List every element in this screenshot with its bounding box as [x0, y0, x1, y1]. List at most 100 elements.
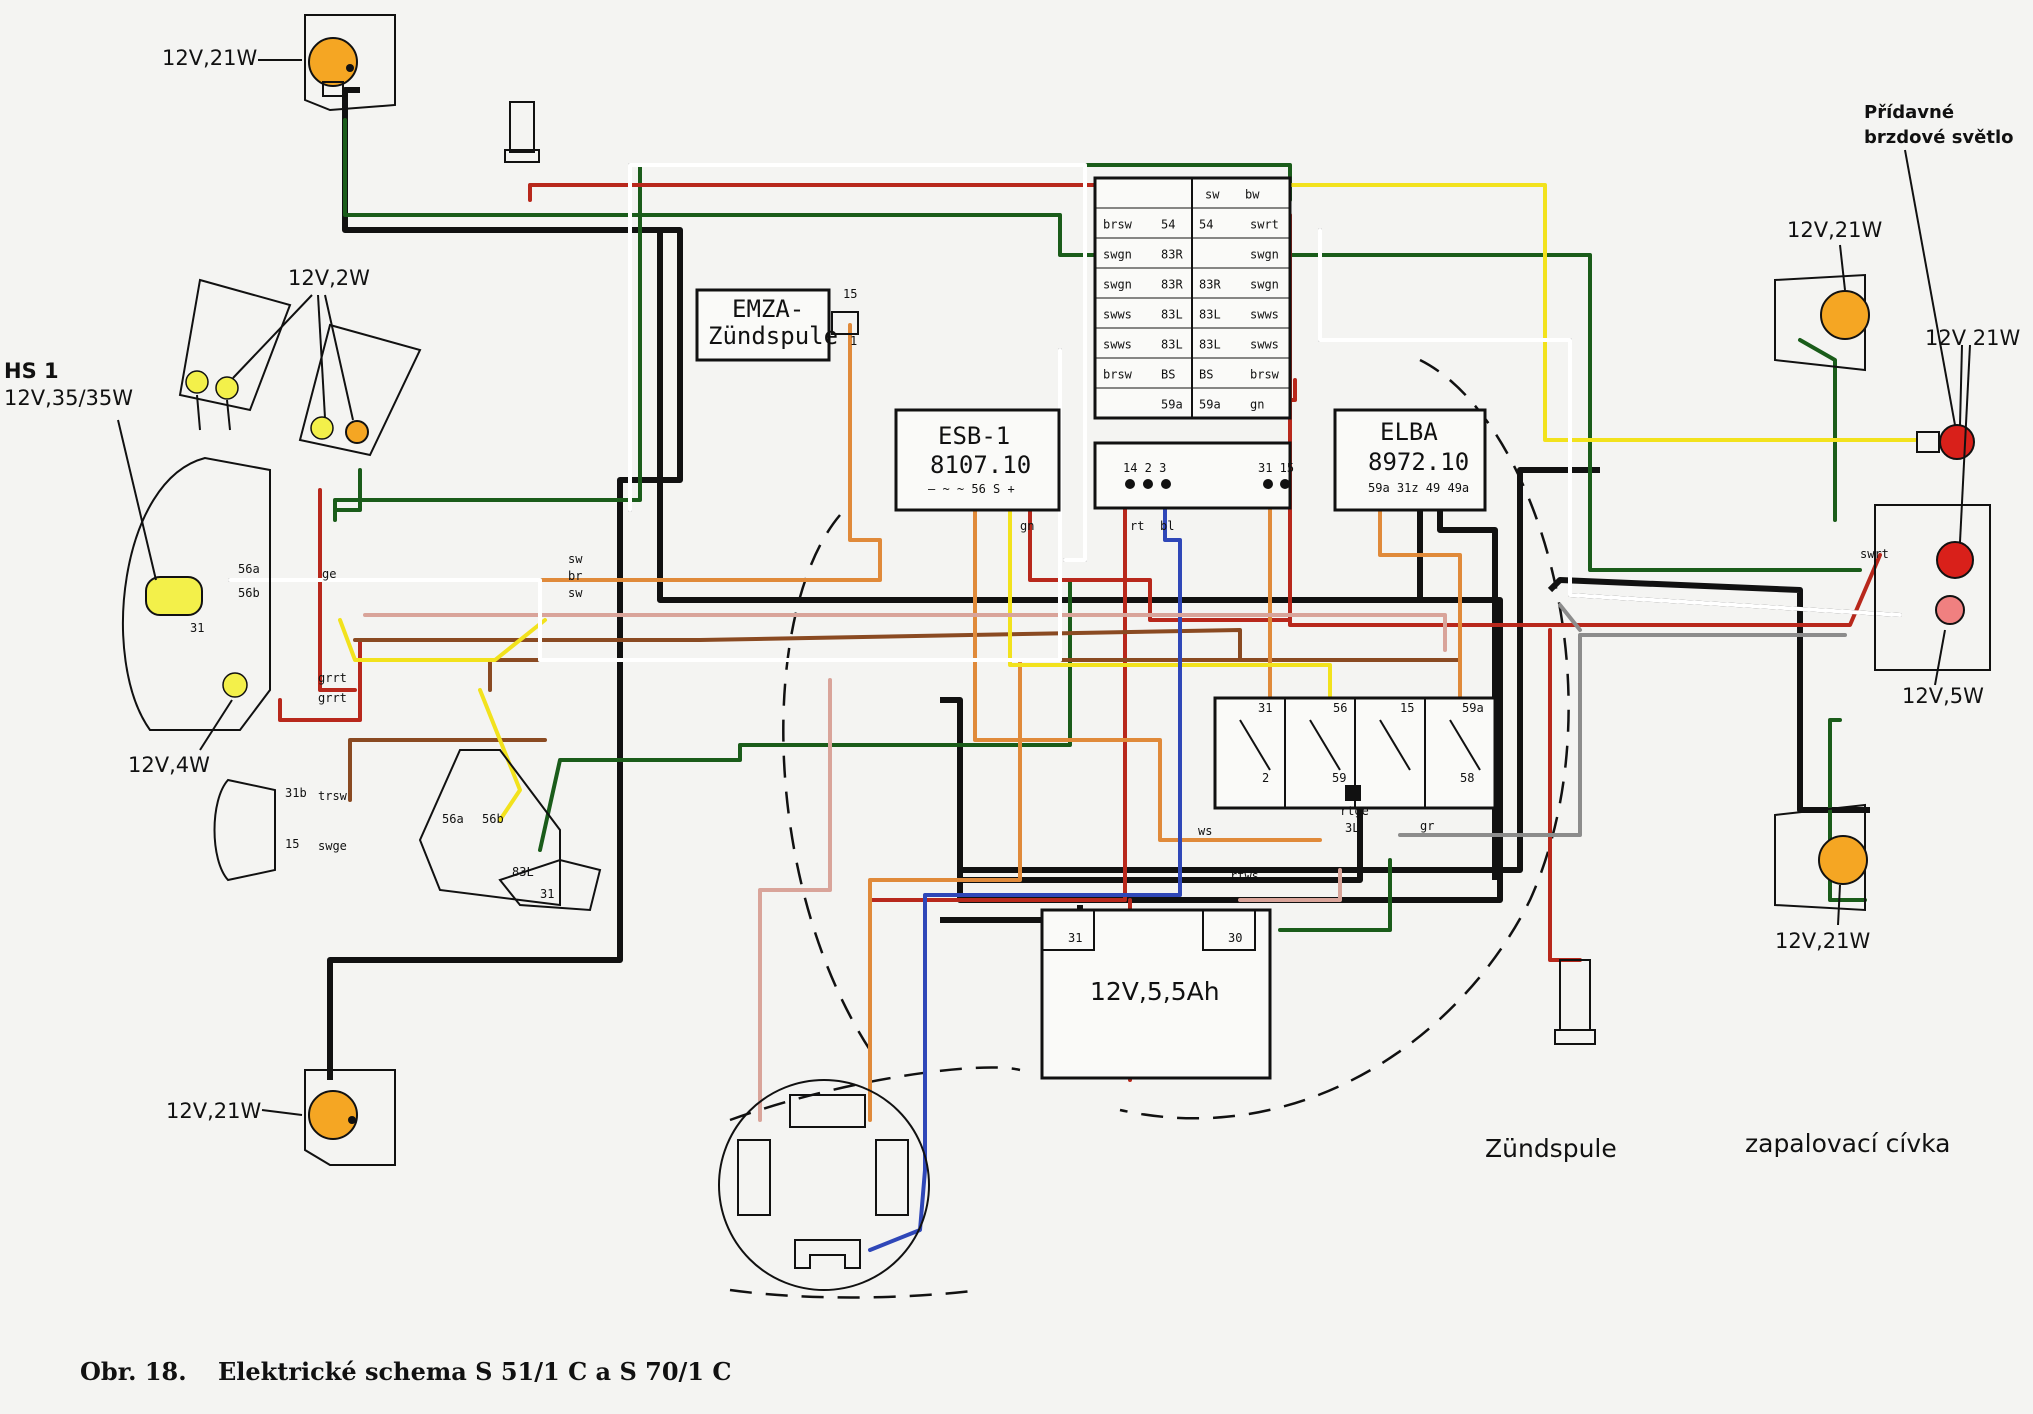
relay-pins-left: 14 2 3 [1123, 461, 1166, 475]
connector-cell: 83R [1199, 277, 1221, 291]
instrument-leader-2 [317, 294, 326, 419]
connector-cell: brsw [1103, 367, 1133, 381]
wire-pink-2 [758, 678, 832, 1122]
brake-extra-leader-2 [1959, 344, 1971, 543]
connector-cell: BS [1199, 367, 1213, 381]
connector-cell: bw [1245, 187, 1260, 201]
tag-grrt-1: grrt [318, 671, 347, 685]
connector-cell: brsw [1103, 217, 1133, 231]
extra-brake-bulb [1939, 424, 1975, 460]
wire-yellow-3 [1008, 488, 1332, 702]
relay-pins-right: 31 15 [1258, 461, 1294, 475]
generator-coil-bottom [794, 1239, 861, 1269]
connector-cell: 54 [1161, 217, 1175, 231]
relay-unit: 14 2 3 31 15 [1093, 441, 1294, 510]
connector-cell: swgn [1250, 277, 1279, 291]
wire-gray-1 [1398, 633, 1847, 837]
instrument-cluster [178, 278, 422, 457]
fuse-pin-3l: 3L [1345, 821, 1359, 835]
tag-swge: swge [318, 839, 347, 853]
parking-bulb [222, 672, 248, 698]
headlamp-bulb [145, 576, 203, 616]
wire-green-7 [1278, 858, 1392, 932]
fuse-box: 31 56 15 59a 2 59 58 3L [1213, 696, 1497, 835]
connector-cell: sw [1205, 187, 1220, 201]
wire-black-rear [1547, 577, 1870, 813]
figure-number: Obr. 18. [80, 1357, 187, 1386]
rear-brake-switch [1554, 959, 1596, 1045]
generator-coil-left [737, 1139, 771, 1216]
horn-pin-15: 15 [285, 837, 299, 851]
tag-trsw: trsw [318, 789, 348, 803]
battery-pin-neg: 31 [1068, 931, 1082, 945]
tag-sw-2: sw [568, 586, 583, 600]
connector-cell: swgn [1250, 247, 1279, 261]
tag-rtws: rtws [1230, 869, 1259, 883]
generator [718, 1079, 930, 1291]
front-left-turn-lamp [304, 14, 396, 112]
instrument-label: 12V,2W [288, 266, 370, 290]
tag-br-1: br [568, 569, 582, 583]
tail-label: 12V,5W [1902, 684, 1984, 708]
ignition-coil-note: zapalovací cívka [1745, 1129, 1950, 1158]
tag-swrt: swrt [1860, 547, 1889, 561]
headlamp-name: HS 1 [4, 359, 59, 383]
switch-pin-83l: 83L [512, 865, 534, 879]
tag-sw-1: sw [568, 552, 583, 566]
connector-cell: gn [1250, 397, 1264, 411]
wire-gray-2 [1558, 603, 1582, 632]
wire-black-top-left [327, 87, 683, 1080]
extra-brake-note-2: brzdové světlo [1864, 127, 2014, 148]
wire-red-3 [318, 488, 357, 692]
rear-right-bottom-label: 12V,21W [1775, 929, 1870, 953]
brake-extra-leader-1 [1959, 344, 1963, 426]
fuse-pin-59: 59 [1332, 771, 1346, 785]
connector-cell: 83L [1199, 337, 1221, 351]
tag-rt: rt [1130, 519, 1144, 533]
headlamp-pin-56b: 56b [238, 586, 260, 600]
connector-cell: swgn [1103, 277, 1132, 291]
emza-line2: Zündspule [708, 322, 838, 350]
instrument-bulb-1 [185, 370, 209, 394]
connector-cell: swws [1250, 337, 1279, 351]
wire-green-5 [1798, 338, 1837, 522]
esb-1-unit: ESB-1 8107.10 — ~ ~ 56 S + [894, 408, 1061, 512]
front-left-bulb [308, 37, 358, 87]
esb-pins: — ~ ~ 56 S + [928, 482, 1015, 496]
wire-white-2 [628, 163, 1087, 562]
tail-brake-lamp [1874, 504, 1991, 671]
wire-red-9 [278, 638, 362, 722]
connector-cell: swws [1103, 337, 1132, 351]
emza-ignition-coil: EMZA- Zündspule 15 1 [695, 287, 859, 362]
battery-label: 12V,5,5Ah [1090, 977, 1220, 1006]
wire-black-fuse-box [1437, 490, 1498, 880]
wire-green-2 [333, 163, 1292, 522]
rear-right-turn-lamp-top [1774, 273, 1870, 372]
elba-unit: ELBA 8972.10 59a 31z 49 49a [1333, 408, 1487, 512]
wire-red-5 [1028, 498, 1292, 622]
headlamp-leader [117, 419, 157, 581]
instrument-leader-1 [232, 294, 313, 379]
connector-cell: 83L [1161, 307, 1183, 321]
headlamp-rating: 12V,35/35W [4, 386, 133, 410]
instrument-bulb-2 [215, 376, 239, 400]
brake-bulb [1936, 541, 1974, 579]
parking-label: 12V,4W [128, 753, 210, 777]
connector-cell: brsw [1250, 367, 1280, 381]
wire-yellow-4 [1288, 183, 1917, 442]
rear-right-top-leader [1839, 244, 1846, 291]
generator-coil-top [789, 1094, 866, 1128]
connector-cell: swgn [1103, 247, 1132, 261]
headlamp-pin-31: 31 [190, 621, 204, 635]
fuse-pin-15: 15 [1400, 701, 1414, 715]
instrument-leader-3 [324, 294, 354, 421]
wire-pink-1 [363, 613, 1447, 652]
tag-grrt-2: grrt [318, 691, 347, 705]
rear-right-top-label: 12V,21W [1787, 218, 1882, 242]
wire-brown-2 [348, 738, 547, 802]
wire-tags: sw br sw ge grrt grrt trsw swge rtws bl … [318, 519, 1889, 883]
elba-name: ELBA [1380, 418, 1438, 446]
switch-pin-56a: 56a [442, 812, 464, 826]
tag-ws: ws [1198, 824, 1212, 838]
fuse-pin-56: 56 [1333, 701, 1347, 715]
